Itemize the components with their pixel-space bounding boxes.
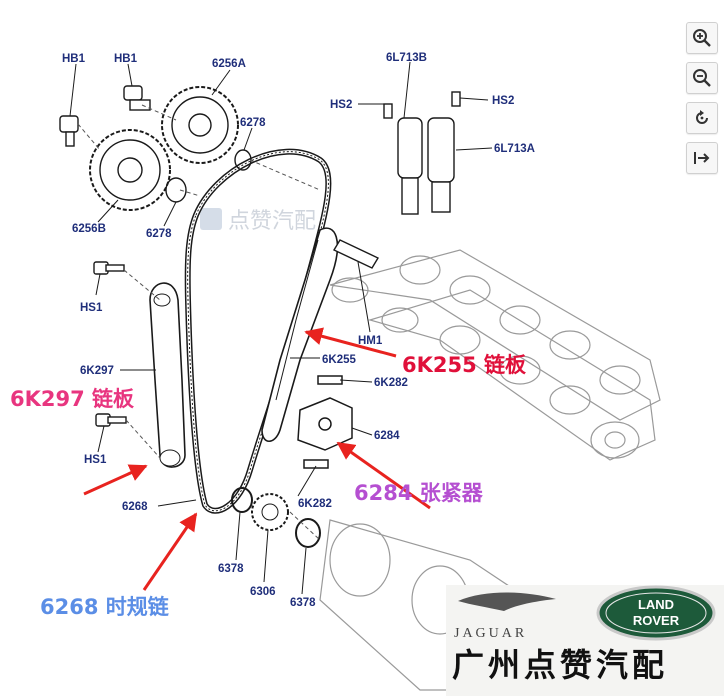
jaguar-text: JAGUAR bbox=[454, 626, 527, 641]
expand-panel-button[interactable] bbox=[686, 142, 718, 174]
label-hb1-left: HB1 bbox=[62, 53, 86, 65]
label-6l713b: 6L713B bbox=[386, 52, 427, 64]
label-6278-top: 6278 bbox=[240, 117, 266, 129]
camshafts bbox=[329, 249, 661, 461]
land-text: LAND bbox=[638, 597, 674, 612]
brand-logos: JAGUAR LAND ROVER bbox=[454, 585, 716, 641]
label-hs2-left: HS2 bbox=[330, 99, 352, 111]
caption-6268: 6268 时规链 bbox=[40, 595, 170, 619]
bolts-hb1 bbox=[59, 85, 151, 147]
label-hb1-right: HB1 bbox=[114, 53, 138, 65]
sprocket-6256a bbox=[161, 86, 239, 164]
label-6378-left: 6378 bbox=[218, 563, 244, 575]
leader-lines bbox=[69, 61, 493, 595]
watermark-text: 点赞汽配 bbox=[228, 209, 316, 234]
zoom-out-icon bbox=[693, 69, 711, 87]
crank-sprocket-6306 bbox=[251, 493, 289, 531]
brand-panel: JAGUAR LAND ROVER bbox=[446, 585, 724, 696]
diagram-toolbar bbox=[686, 22, 720, 182]
pin-hm1 bbox=[333, 239, 379, 269]
label-hs1-bottom: HS1 bbox=[84, 454, 107, 466]
label-hm1: HM1 bbox=[358, 335, 383, 347]
timing-chain bbox=[184, 148, 332, 514]
bolts-hs1 bbox=[93, 261, 127, 427]
label-6256a: 6256A bbox=[212, 58, 246, 70]
arrow-6k297 bbox=[83, 464, 148, 496]
label-6268: 6268 bbox=[122, 501, 148, 513]
label-6k255: 6K255 bbox=[322, 354, 356, 366]
land-rover-logo: LAND ROVER bbox=[596, 585, 716, 641]
label-6278-bottom: 6278 bbox=[146, 228, 172, 240]
caption-6284: 6284 张紧器 bbox=[354, 481, 484, 505]
arrow-6268 bbox=[142, 512, 198, 591]
zoom-in-button[interactable] bbox=[686, 22, 718, 54]
tensioner-6284 bbox=[297, 375, 353, 469]
reset-view-button[interactable] bbox=[686, 102, 718, 134]
zoom-in-icon bbox=[693, 29, 711, 47]
reset-icon bbox=[696, 110, 708, 124]
label-hs2-right: HS2 bbox=[492, 95, 514, 107]
caption-6k255: 6K255 链板 bbox=[402, 353, 527, 377]
part-labels: HB1 HB1 6256A 6278 6256B 6278 6L713B HS2… bbox=[62, 52, 535, 609]
leader-dashes bbox=[77, 104, 321, 541]
label-6k297: 6K297 bbox=[80, 365, 114, 377]
rover-text: ROVER bbox=[633, 613, 680, 628]
annotation-arrows bbox=[83, 327, 431, 591]
label-6378-right: 6378 bbox=[290, 597, 316, 609]
guide-6k255 bbox=[261, 227, 339, 443]
label-6306: 6306 bbox=[250, 586, 276, 598]
arrow-6k255 bbox=[304, 327, 397, 358]
expand-icon bbox=[694, 152, 710, 164]
label-6l713a: 6L713A bbox=[494, 143, 535, 155]
zoom-out-button[interactable] bbox=[686, 62, 718, 94]
jaguar-logo: JAGUAR bbox=[454, 592, 556, 641]
label-hs1-top: HS1 bbox=[80, 302, 103, 314]
label-6k282-bottom: 6K282 bbox=[298, 498, 332, 510]
label-6256b: 6256B bbox=[72, 223, 106, 235]
arrow-6284 bbox=[336, 441, 431, 510]
washers-6378 bbox=[231, 487, 321, 548]
shop-name: 广州点赞汽配 bbox=[452, 646, 669, 684]
caption-6k297: 6K297 链板 bbox=[10, 387, 135, 411]
label-6284: 6284 bbox=[374, 430, 400, 442]
solenoids-6l713 bbox=[383, 91, 461, 215]
watermark: 点赞汽配 bbox=[200, 208, 316, 234]
guide-6k297 bbox=[149, 282, 186, 468]
label-6k282-top: 6K282 bbox=[374, 377, 408, 389]
sprocket-6256b bbox=[89, 129, 171, 211]
